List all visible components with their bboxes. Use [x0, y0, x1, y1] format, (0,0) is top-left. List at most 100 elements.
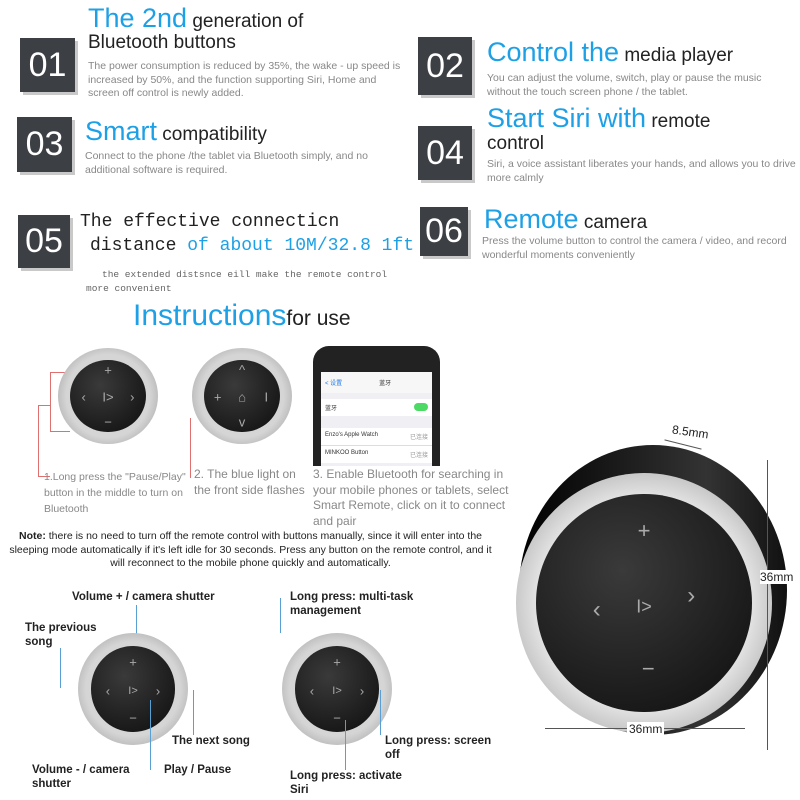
title-rest: remote	[651, 111, 711, 132]
label-volume-up: Volume + / camera shutter	[72, 591, 215, 603]
step-1-text: 1.Long press the "Pause/Play" button in …	[44, 471, 186, 515]
pointer-line	[136, 605, 137, 640]
remote-siri-diagram: + ‹ I> › −	[282, 633, 392, 745]
pointer-line	[280, 598, 281, 633]
label-previous-song: The previous song	[25, 622, 97, 648]
plus-icon: +	[637, 517, 651, 543]
pointer-line	[345, 720, 346, 770]
feature-01-title-line2: Bluetooth buttons	[88, 32, 236, 53]
label-multitask: Long press: multi-task management	[290, 591, 414, 617]
plus-icon: +	[104, 362, 112, 378]
feature-04-desc: Siri, a voice assistant liberates your h…	[487, 158, 796, 184]
step-2-text: 2. The blue light on the front side flas…	[194, 467, 305, 497]
thickness-label: 8.5mm	[671, 422, 710, 442]
label-play-pause: Play / Pause	[164, 764, 232, 776]
play-pause-icon: I>	[102, 389, 114, 405]
chevron-up-icon: ^	[238, 362, 246, 378]
note: Note: there is no need to turn off the r…	[8, 530, 493, 571]
home-icon: ⌂	[238, 389, 246, 405]
badge-01: 01	[20, 38, 75, 92]
step-3-text: 3. Enable Bluetooth for searching in you…	[313, 467, 509, 528]
callout-line	[38, 405, 50, 477]
device-status: 已连接	[409, 453, 428, 459]
chevron-right-icon: ›	[359, 683, 365, 699]
feature-01-title: The 2nd generation of	[88, 2, 303, 34]
width-label: 36mm	[627, 722, 665, 736]
feature-05-desc: the extended distsnce eill make the remo…	[86, 269, 388, 294]
minus-icon: −	[641, 655, 655, 681]
height-label: 36mm	[760, 570, 794, 584]
height-line	[767, 460, 768, 750]
minus-icon: −	[104, 414, 112, 430]
title-rest: camera	[583, 212, 648, 233]
chevron-right-icon: ›	[687, 582, 696, 610]
chevron-left-icon: ‹	[592, 595, 601, 623]
feature-02-title: Control the media player	[487, 36, 733, 68]
title-rest: generation of	[192, 11, 304, 32]
chevron-down-icon: v	[238, 414, 246, 430]
chevron-left-icon: ‹	[81, 389, 86, 405]
remote-media-diagram: + ‹ I> › −	[78, 633, 188, 745]
play-pause-icon: I>	[128, 684, 138, 697]
title-blue: The 2nd	[88, 3, 188, 33]
note-label: Note:	[18, 530, 46, 542]
title-rest: compatibility	[162, 124, 267, 145]
bluetooth-toggle[interactable]	[414, 403, 428, 411]
label-screen-off: Long press: screen off	[385, 735, 492, 761]
bar-icon: I	[264, 389, 269, 405]
feature-06-desc: Press the volume button to control the c…	[482, 235, 787, 261]
chevron-right-icon: ›	[155, 683, 161, 699]
badge-04: 04	[418, 126, 472, 180]
remote-step2: ^ + ⌂ I v	[192, 348, 292, 444]
title-rest: distance	[90, 236, 177, 256]
pointer-line	[150, 700, 151, 770]
back-link[interactable]: < 设置	[325, 381, 343, 387]
screen-title: 蓝牙	[379, 381, 392, 387]
device-name[interactable]: Enzo's Apple Watch	[325, 432, 378, 438]
remote-step1: + ‹ I> › −	[58, 348, 158, 444]
feature-04-title-line2: control	[487, 133, 545, 154]
title-blue: Control the	[487, 37, 620, 67]
feature-05-title: The effective connecticn	[80, 212, 340, 232]
feature-02-desc: You can adjust the volume, switch, play …	[487, 72, 762, 98]
badge-03: 03	[17, 117, 72, 172]
chevron-right-icon: ›	[130, 389, 135, 405]
feature-04-title: Start Siri with remote	[487, 102, 710, 134]
title-blue: Remote	[484, 204, 579, 234]
feature-05-title-line2: distance of about 10M/32.8 1ft	[90, 236, 414, 258]
pointer-line	[193, 690, 194, 735]
play-pause-icon: I>	[332, 684, 342, 697]
feature-03-title: Smart compatibility	[85, 115, 267, 147]
plus-icon: +	[333, 654, 341, 670]
device-status: 已连接	[409, 435, 428, 441]
plus-icon: +	[129, 654, 137, 670]
pointer-line	[380, 690, 381, 735]
title-blue: Instructions	[133, 299, 287, 332]
callout-line	[190, 418, 191, 478]
badge-05: 05	[18, 215, 70, 268]
label-siri: Long press: activate Siri	[290, 770, 402, 796]
badge-06: 06	[420, 207, 468, 256]
title-blue: Start Siri with	[487, 103, 647, 133]
chevron-left-icon: ‹	[309, 683, 315, 699]
instructions-title: Instructionsfor use	[133, 298, 351, 334]
device-name[interactable]: MINKOO Button	[325, 450, 369, 456]
badge-02: 02	[418, 37, 472, 95]
title-rest: for use	[286, 307, 351, 330]
note-text: there is no need to turn off the remote …	[9, 530, 492, 570]
label-next-song: The next song	[172, 735, 250, 747]
minus-icon: −	[333, 710, 341, 726]
pointer-line	[60, 648, 61, 688]
bluetooth-label: 蓝牙	[325, 406, 338, 412]
play-pause-icon: I>	[636, 596, 652, 617]
minus-icon: −	[129, 710, 137, 726]
chevron-left-icon: ‹	[105, 683, 111, 699]
title-blue: of about 10M/32.8 1ft	[187, 236, 415, 256]
title-blue: Smart	[85, 116, 158, 146]
product-remote: + ‹ I> › −	[516, 473, 772, 733]
feature-01-desc: The power consumption is reduced by 35%,…	[88, 60, 401, 100]
title-rest: media player	[624, 45, 734, 66]
callout-bracket	[50, 372, 70, 432]
feature-03-desc: Connect to the phone /the tablet via Blu…	[85, 150, 368, 176]
